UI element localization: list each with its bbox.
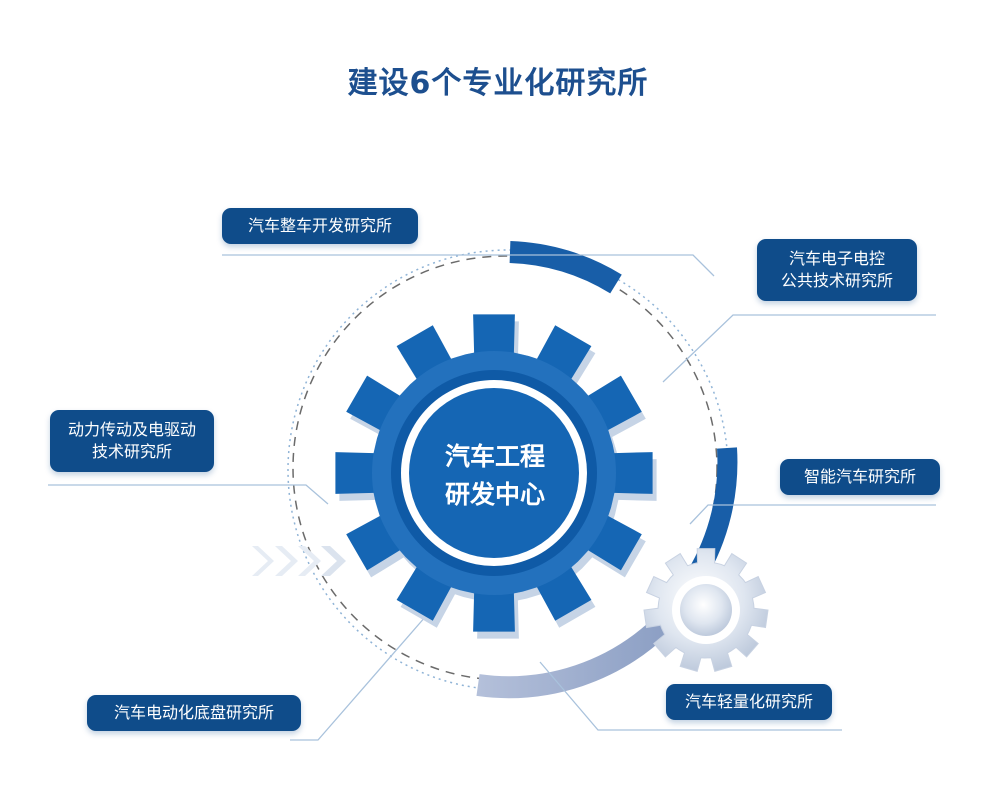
center-title-line2: 研发中心 bbox=[444, 480, 545, 509]
institute-label: 公共技术研究所 bbox=[780, 271, 893, 290]
institute-powertrain[interactable]: 动力传动及电驱动 技术研究所 bbox=[50, 410, 214, 472]
center-title: 汽车工程 研发中心 bbox=[430, 438, 560, 514]
connector-6 bbox=[539, 661, 842, 731]
institute-label: 汽车电动化底盘研究所 bbox=[113, 703, 274, 722]
large-gear-icon bbox=[335, 314, 657, 639]
arc-bottom bbox=[476, 614, 673, 699]
connector-lines bbox=[48, 254, 936, 741]
institute-vehicle-dev[interactable]: 汽车整车开发研究所 bbox=[222, 208, 418, 244]
small-gear-icon bbox=[643, 548, 769, 673]
institute-label: 汽车轻量化研究所 bbox=[684, 692, 813, 711]
institute-label: 动力传动及电驱动 bbox=[67, 420, 196, 439]
connector-3 bbox=[48, 484, 329, 505]
institute-label: 智能汽车研究所 bbox=[803, 467, 916, 486]
connector-4 bbox=[689, 504, 936, 525]
connector-5 bbox=[290, 615, 427, 741]
dashed-ring bbox=[292, 255, 718, 681]
institute-label: 汽车电子电控 bbox=[788, 249, 885, 268]
institute-label: 汽车整车开发研究所 bbox=[247, 216, 392, 235]
institute-lightweight[interactable]: 汽车轻量化研究所 bbox=[666, 684, 832, 720]
connector-2 bbox=[662, 314, 936, 383]
institute-chassis[interactable]: 汽车电动化底盘研究所 bbox=[87, 695, 301, 731]
institute-electronics[interactable]: 汽车电子电控 公共技术研究所 bbox=[757, 239, 917, 301]
connector-1 bbox=[222, 254, 715, 277]
arc-top bbox=[509, 241, 622, 294]
page-title: 建设6个专业化研究所 bbox=[347, 66, 649, 101]
arrow-chevrons-icon bbox=[252, 546, 346, 576]
institute-smart-vehicle[interactable]: 智能汽车研究所 bbox=[780, 459, 940, 495]
center-title-line1: 汽车工程 bbox=[444, 442, 545, 471]
institute-label: 技术研究所 bbox=[91, 442, 172, 461]
